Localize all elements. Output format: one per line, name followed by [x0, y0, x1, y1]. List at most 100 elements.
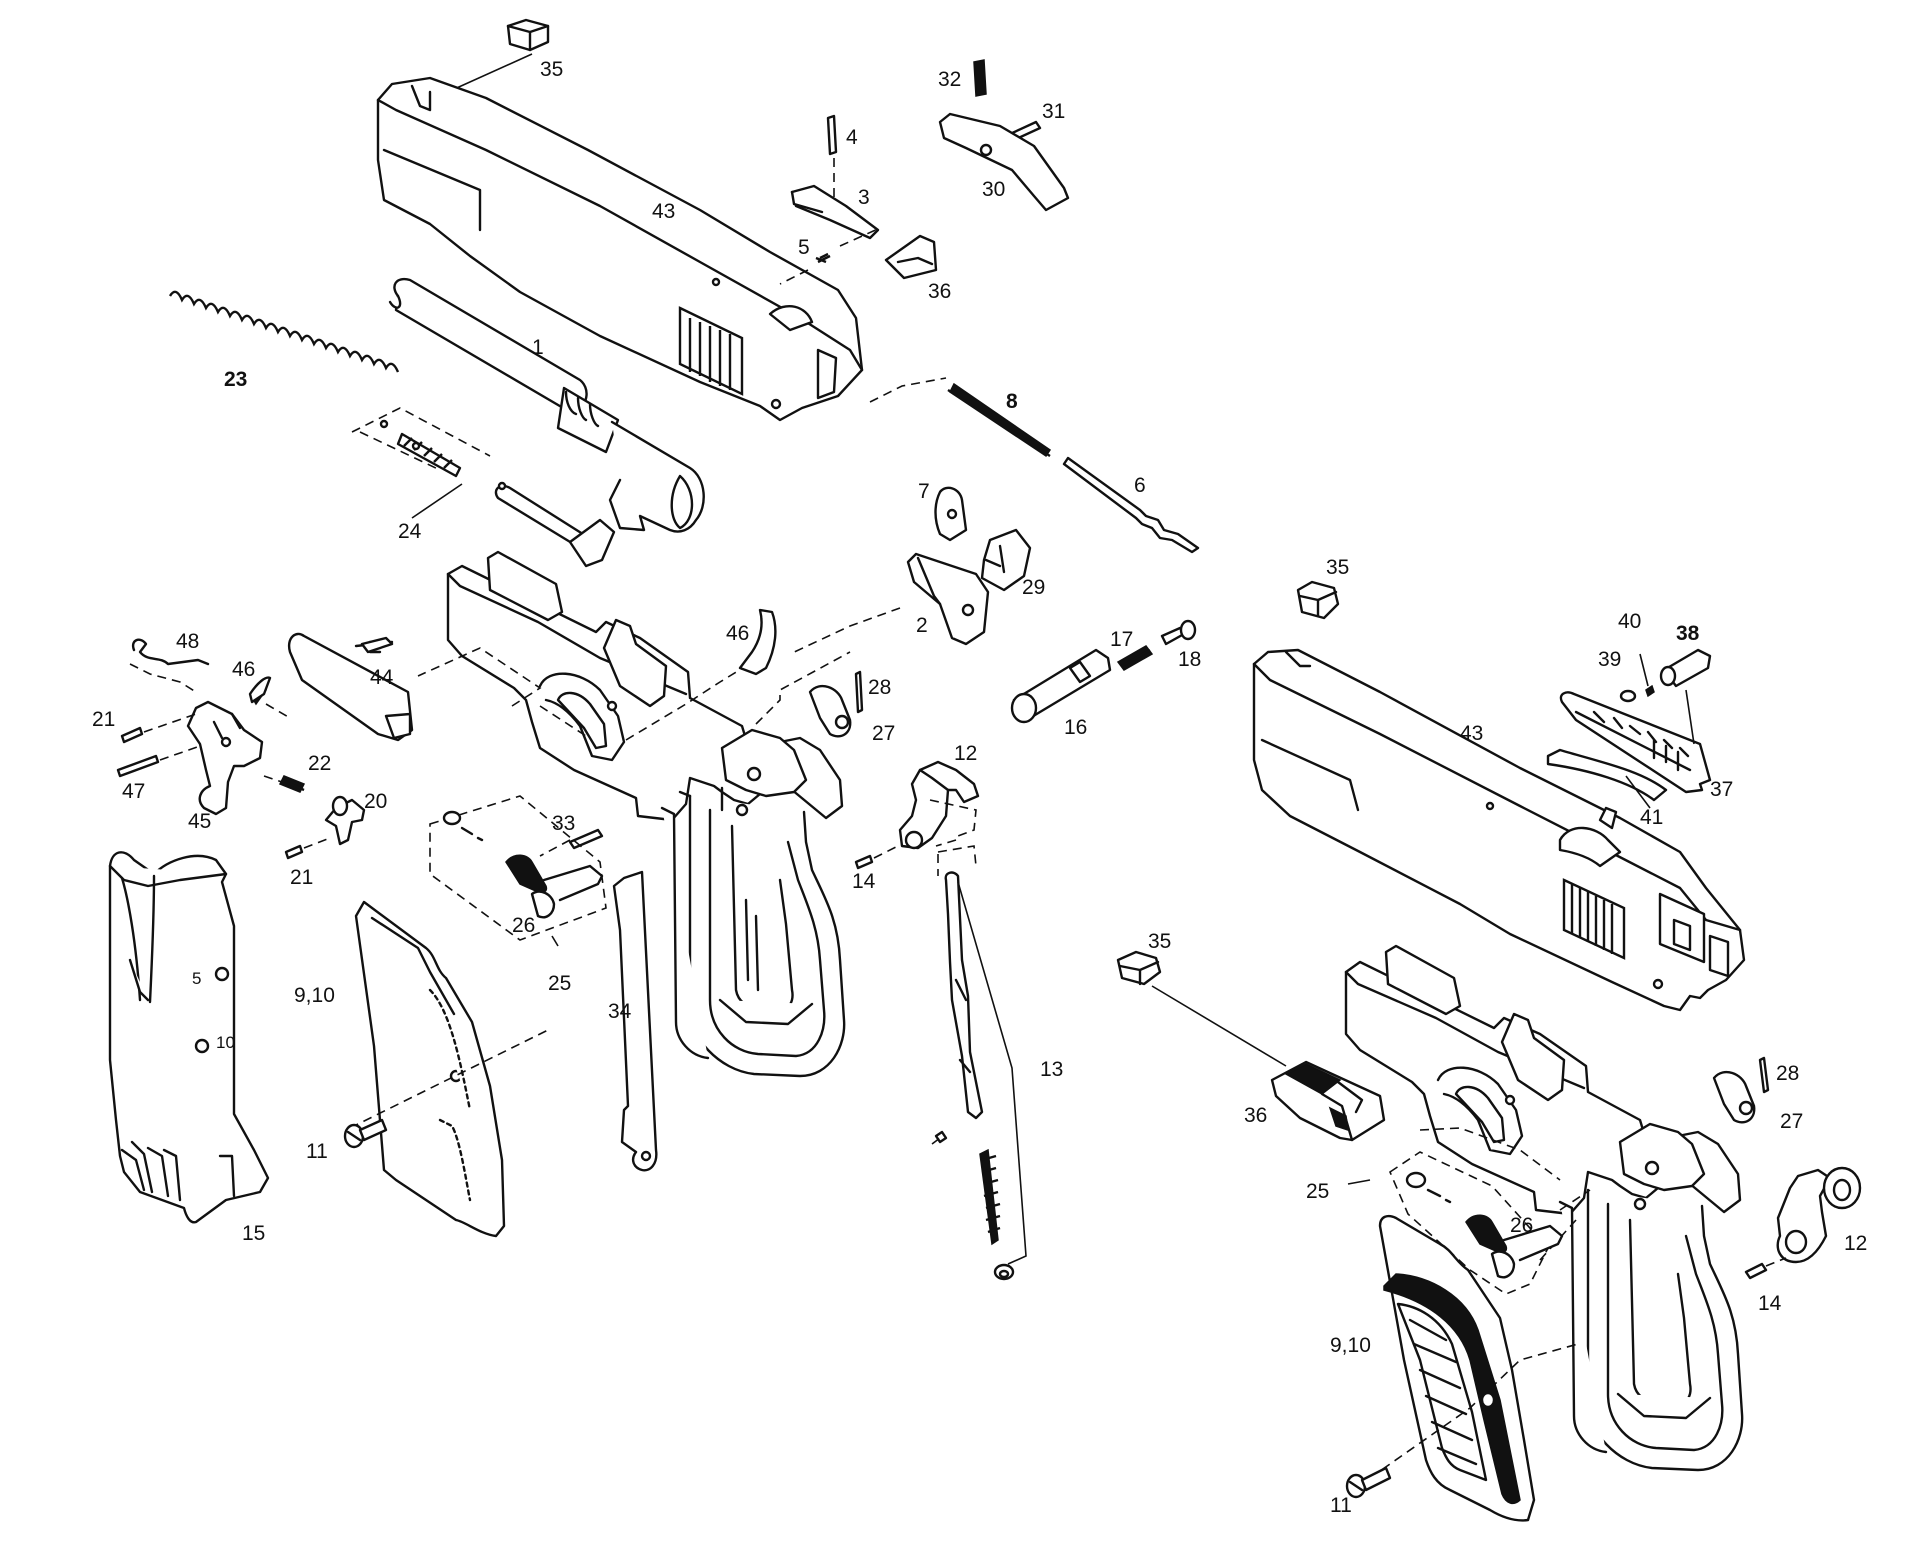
callout-39: 39 — [1598, 648, 1621, 671]
part-36-front-sight-right — [1270, 1060, 1386, 1142]
callout-17: 17 — [1110, 628, 1133, 651]
callout-28-right: 28 — [1776, 1062, 1799, 1085]
leader-frame-to-7 — [755, 651, 851, 725]
callout-47: 47 — [122, 780, 145, 803]
callout-12-right: 12 — [1844, 1232, 1867, 1255]
part-14-pin — [854, 845, 899, 870]
part-32-pin — [973, 59, 987, 97]
callout-labels: 35 32 31 4 30 3 43 5 36 1 23 8 6 7 24 35… — [92, 58, 1867, 1517]
part-47-pin — [116, 745, 201, 778]
callout-11-left: 11 — [306, 1140, 328, 1163]
part-34-spring — [612, 870, 658, 1172]
callout-35-right: 35 — [1326, 556, 1349, 579]
part-25-plunger-assembly-right — [1347, 1151, 1549, 1295]
part-26-magazine-catch-right — [1465, 1214, 1564, 1279]
part-12-hammer-right — [1776, 1166, 1862, 1264]
callout-25-right: 25 — [1306, 1180, 1329, 1203]
part-45-hammer — [186, 700, 264, 816]
part-40-spring — [1639, 653, 1655, 698]
callout-6: 6 — [1134, 474, 1146, 497]
callout-13: 13 — [1040, 1058, 1063, 1081]
leader-frame-right-grip — [1419, 1127, 1591, 1261]
part-5-spring — [779, 227, 881, 285]
callout-26-right: 26 — [1510, 1214, 1533, 1237]
part-3-extractor — [790, 184, 880, 240]
part-17-spring — [1116, 645, 1154, 671]
part-2-sear — [789, 552, 990, 655]
magazine-mark-10: 10 — [216, 1033, 235, 1052]
callout-28-left: 28 — [868, 676, 891, 699]
callout-24: 24 — [398, 520, 422, 543]
callout-7: 7 — [918, 480, 930, 503]
part-frame-left — [446, 550, 846, 1078]
part-9-10-grip-right — [1369, 1214, 1579, 1522]
callout-29: 29 — [1022, 576, 1045, 599]
leader-48-to-45 — [129, 663, 197, 693]
part-16-safety-plunger — [1010, 648, 1112, 724]
part-14-pin-right — [1744, 1257, 1787, 1280]
part-30-slide-stop — [938, 112, 1070, 212]
callout-18: 18 — [1178, 648, 1201, 671]
part-18-screw — [1160, 619, 1197, 646]
callout-27-right: 27 — [1780, 1110, 1803, 1133]
callout-35-top: 35 — [540, 58, 563, 81]
callout-35-lower: 35 — [1148, 930, 1171, 953]
part-13-mainspring-housing — [931, 845, 1027, 1281]
part-15-magazine: 5 10 — [108, 851, 270, 1224]
part-28-pin-right — [1758, 1056, 1770, 1094]
part-37-sight-body — [1559, 691, 1712, 794]
callout-14-left: 14 — [852, 870, 876, 893]
callout-43-right: 43 — [1460, 722, 1483, 745]
part-9-10-grip-left — [349, 900, 549, 1238]
callout-30: 30 — [982, 178, 1005, 201]
part-4-pin — [826, 114, 838, 206]
part-29-sear-housing — [980, 528, 1032, 592]
callout-11-right: 11 — [1330, 1494, 1352, 1517]
callout-15: 15 — [242, 1222, 265, 1245]
leader-slide-to-8 — [869, 377, 947, 403]
part-35-rear-sight-right-top — [1296, 580, 1340, 620]
callout-12-left: 12 — [954, 742, 977, 765]
part-23-recoil-spring — [168, 290, 491, 471]
callout-31: 31 — [1042, 100, 1065, 123]
part-25-plunger-assembly — [429, 795, 607, 947]
callout-34: 34 — [608, 1000, 632, 1023]
part-46-upper — [738, 608, 777, 676]
part-38-screw — [1659, 648, 1712, 745]
part-35-rear-sight-right-lower — [1116, 950, 1287, 1067]
callout-1: 1 — [532, 336, 544, 359]
callout-46-lower: 46 — [232, 658, 255, 681]
part-39-ball — [1619, 689, 1637, 703]
callout-8: 8 — [1006, 390, 1018, 413]
callout-32: 32 — [938, 68, 961, 91]
part-8-firing-pin-spring — [947, 382, 1052, 458]
part-48-spring — [131, 638, 210, 666]
part-22-spring — [263, 775, 306, 793]
callout-3: 3 — [858, 186, 870, 209]
callout-26-left: 26 — [512, 914, 535, 937]
part-frame-right — [1344, 944, 1744, 1472]
callout-9-10-right: 9,10 — [1330, 1334, 1371, 1357]
callout-4: 4 — [846, 126, 858, 149]
magazine-mark-5: 5 — [192, 969, 201, 988]
callout-45: 45 — [188, 810, 211, 833]
part-43-slide-right — [1252, 648, 1746, 1012]
part-44-safety — [287, 632, 414, 742]
callout-25-left: 25 — [548, 972, 571, 995]
callout-27-left: 27 — [872, 722, 895, 745]
part-20-strut — [324, 795, 366, 846]
callout-36-right: 36 — [1244, 1104, 1267, 1127]
part-11-screw-right — [1345, 1466, 1392, 1499]
callout-40: 40 — [1618, 610, 1641, 633]
part-1-barrel — [388, 277, 705, 533]
callout-38: 38 — [1676, 622, 1700, 645]
callout-22: 22 — [308, 752, 331, 775]
part-7-firing-pin-stop — [934, 486, 968, 542]
callout-21-lower: 21 — [290, 866, 313, 889]
part-21-pin-upper — [120, 713, 197, 744]
part-35-rear-sight-top — [429, 18, 550, 101]
callout-9-10-left: 9,10 — [294, 984, 335, 1007]
part-28-pin — [854, 670, 864, 714]
callout-41: 41 — [1640, 806, 1663, 829]
